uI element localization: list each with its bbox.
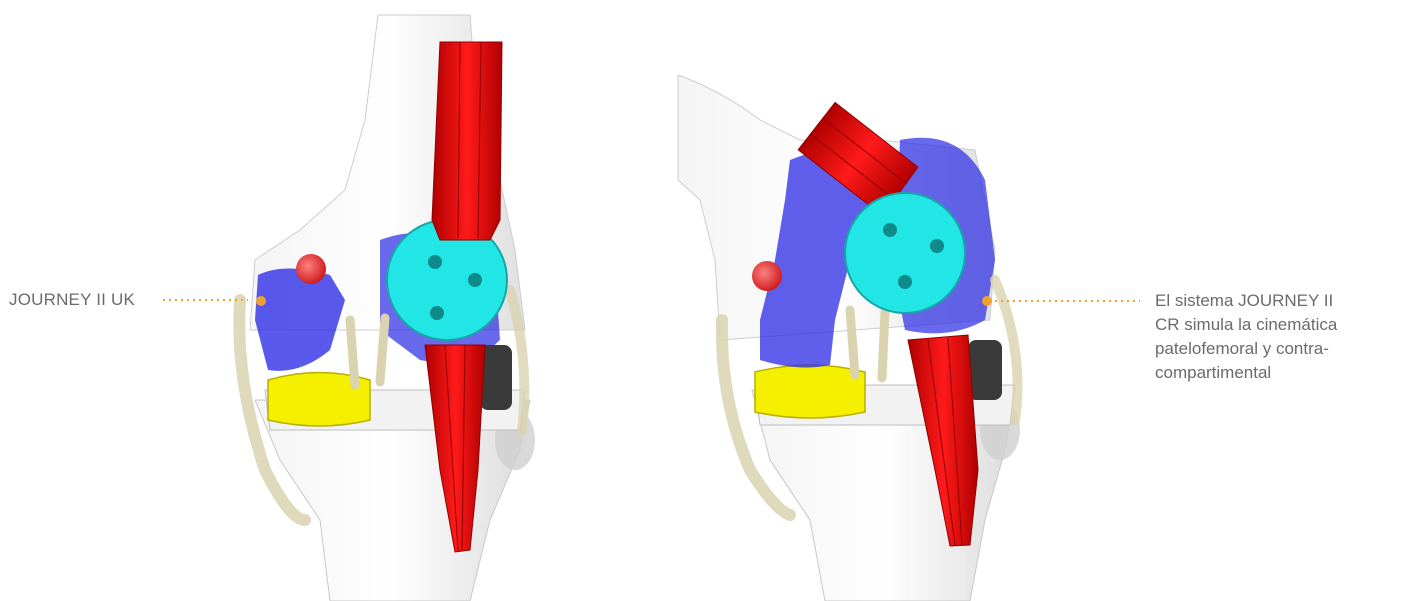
right-knee-model: [678, 75, 1140, 601]
left-knee-model: [163, 15, 535, 601]
